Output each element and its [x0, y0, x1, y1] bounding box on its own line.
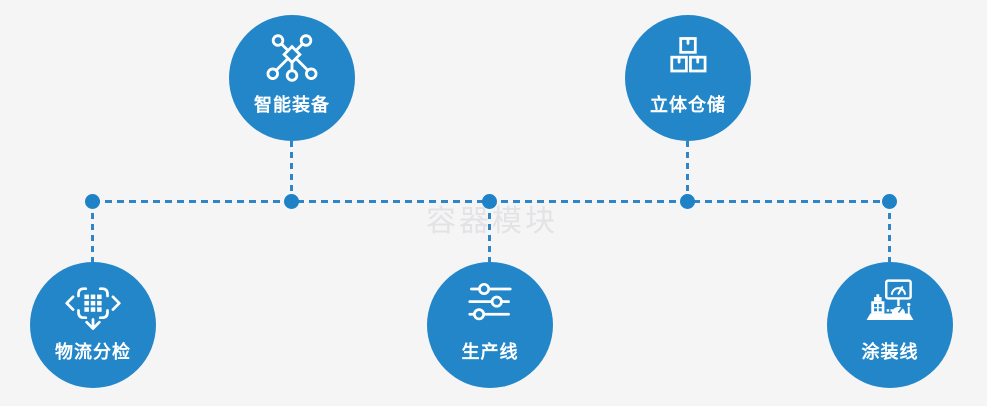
connector-production-line: [488, 202, 491, 262]
node-warehouse-storage: 立体仓储: [625, 15, 751, 141]
connector-warehouse-storage: [686, 141, 689, 201]
node-painting-line: 涂装线: [827, 262, 953, 388]
node-label: 涂装线: [861, 342, 919, 362]
junction-dot: [482, 194, 497, 209]
connector-painting-line: [888, 202, 891, 262]
control-console-icon: [860, 275, 920, 335]
sliders-icon: [463, 275, 517, 335]
node-label: 立体仓储: [650, 95, 726, 115]
junction-dot: [85, 194, 100, 209]
network-nodes-icon: [264, 28, 320, 88]
connector-smart-equipment: [290, 141, 293, 201]
sorting-arrows-icon: [64, 275, 122, 335]
node-smart-equipment: 智能装备: [229, 15, 355, 141]
node-label: 生产线: [461, 342, 519, 362]
junction-dot: [882, 194, 897, 209]
stacked-boxes-icon: [662, 28, 714, 88]
node-production-line: 生产线: [427, 262, 553, 388]
junction-dot: [680, 194, 695, 209]
node-logistics-sorting: 物流分检: [30, 262, 156, 388]
connector-logistics-sorting: [91, 202, 94, 262]
node-label: 智能装备: [254, 95, 330, 115]
node-label: 物流分检: [55, 342, 131, 362]
junction-dot: [284, 194, 299, 209]
